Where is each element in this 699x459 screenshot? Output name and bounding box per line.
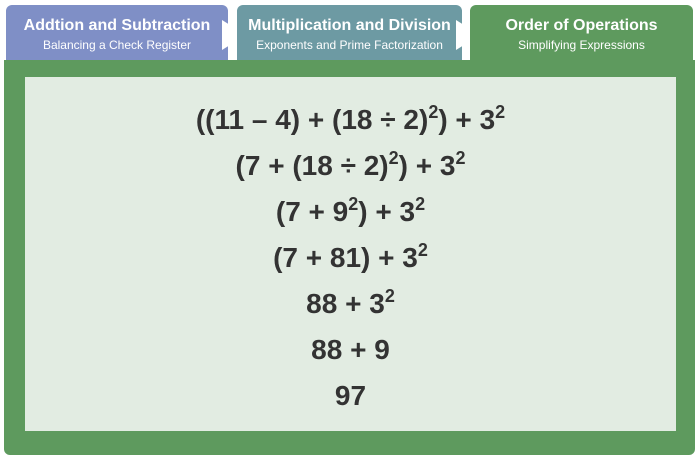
tab-title: Multiplication and Division xyxy=(248,17,451,34)
step-6: 88 + 9 xyxy=(25,327,676,373)
exponent: 2 xyxy=(495,102,506,122)
expression-area: ((11 – 4) + (18 ÷ 2)2) + 32 (7 + (18 ÷ 2… xyxy=(25,77,676,431)
step-text: ) + 3 xyxy=(358,196,416,227)
step-text: 88 + 9 xyxy=(311,334,390,365)
step-text: 88 + 3 xyxy=(306,288,385,319)
tab-subtitle: Exponents and Prime Factorization xyxy=(256,38,443,52)
step-7: 97 xyxy=(25,373,676,419)
exponent: 2 xyxy=(415,194,426,214)
exponent: 2 xyxy=(428,102,439,122)
tab-title: Addtion and Subtraction xyxy=(23,17,211,34)
step-4: (7 + 81) + 32 xyxy=(25,235,676,281)
step-text: ) + 3 xyxy=(398,150,456,181)
exponent: 2 xyxy=(348,194,359,214)
exponent: 2 xyxy=(384,286,395,306)
tab-order-of-operations[interactable]: Order of Operations Simplifying Expressi… xyxy=(470,5,693,61)
step-text: (7 + 9 xyxy=(275,196,349,227)
tab-addition-subtraction[interactable]: Addtion and Subtraction Balancing a Chec… xyxy=(6,5,228,61)
tab-subtitle: Balancing a Check Register xyxy=(42,38,192,52)
exponent: 2 xyxy=(455,148,466,168)
step-3: (7 + 92) + 32 xyxy=(25,189,676,235)
step-text: 97 xyxy=(334,380,367,411)
step-text: ((11 – 4) + (18 ÷ 2) xyxy=(195,104,429,135)
tab-multiplication-division[interactable]: Multiplication and Division Exponents an… xyxy=(237,5,462,61)
simplification-steps: ((11 – 4) + (18 ÷ 2)2) + 32 (7 + (18 ÷ 2… xyxy=(25,77,676,419)
step-text: (7 + (18 ÷ 2) xyxy=(235,150,389,181)
tab-subtitle: Simplifying Expressions xyxy=(518,38,645,52)
step-2: (7 + (18 ÷ 2)2) + 32 xyxy=(25,143,676,189)
step-1: ((11 – 4) + (18 ÷ 2)2) + 32 xyxy=(25,97,676,143)
exponent: 2 xyxy=(388,148,399,168)
step-text: (7 + 81) + 3 xyxy=(273,242,418,273)
tab-title: Order of Operations xyxy=(505,17,658,34)
step-text: ) + 3 xyxy=(438,104,496,135)
step-5: 88 + 32 xyxy=(25,281,676,327)
content-panel: ((11 – 4) + (18 ÷ 2)2) + 32 (7 + (18 ÷ 2… xyxy=(4,60,695,455)
exponent: 2 xyxy=(417,240,428,260)
